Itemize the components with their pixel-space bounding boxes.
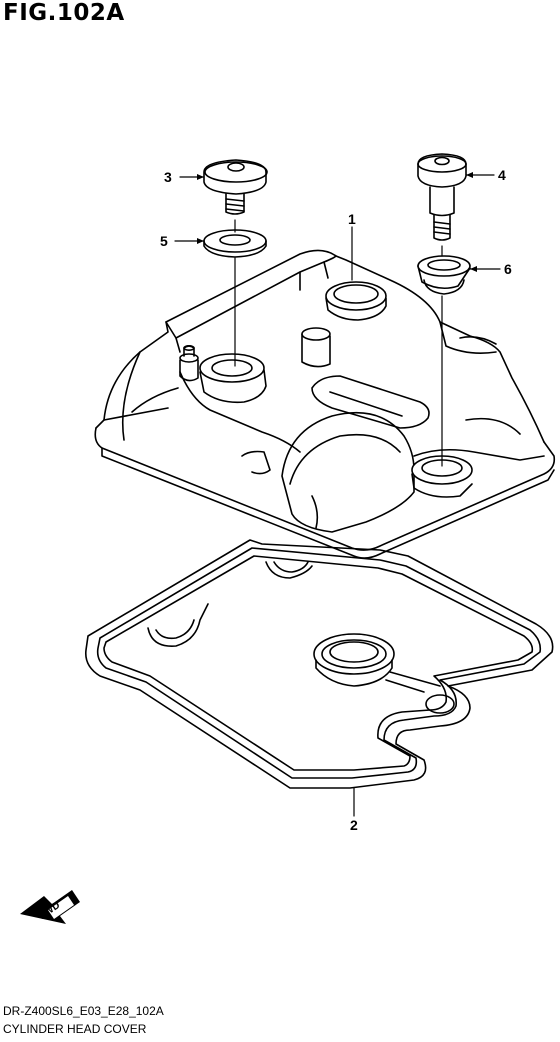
figure-title: FIG.102A [3,0,125,26]
fwd-arrow-icon: FWD [20,890,80,924]
cylinder-head-cover-part-1 [94,249,556,559]
callout-6: 6 [504,261,512,277]
callout-1: 1 [348,211,356,227]
leader-arrowheads [197,172,477,272]
grommet-part-6 [417,255,471,295]
bolt-part-3 [203,159,268,215]
gasket-part-2 [84,539,554,789]
figure-name: CYLINDER HEAD COVER [3,1022,147,1036]
assembly-lines [234,219,443,467]
washer-part-5 [203,229,267,258]
figure-code: DR-Z400SL6_E03_E28_102A [3,1004,164,1018]
callout-3: 3 [164,169,172,185]
bolt-part-4 [417,153,467,241]
callout-2: 2 [350,817,358,833]
callout-4: 4 [498,167,506,183]
callout-5: 5 [160,233,168,249]
